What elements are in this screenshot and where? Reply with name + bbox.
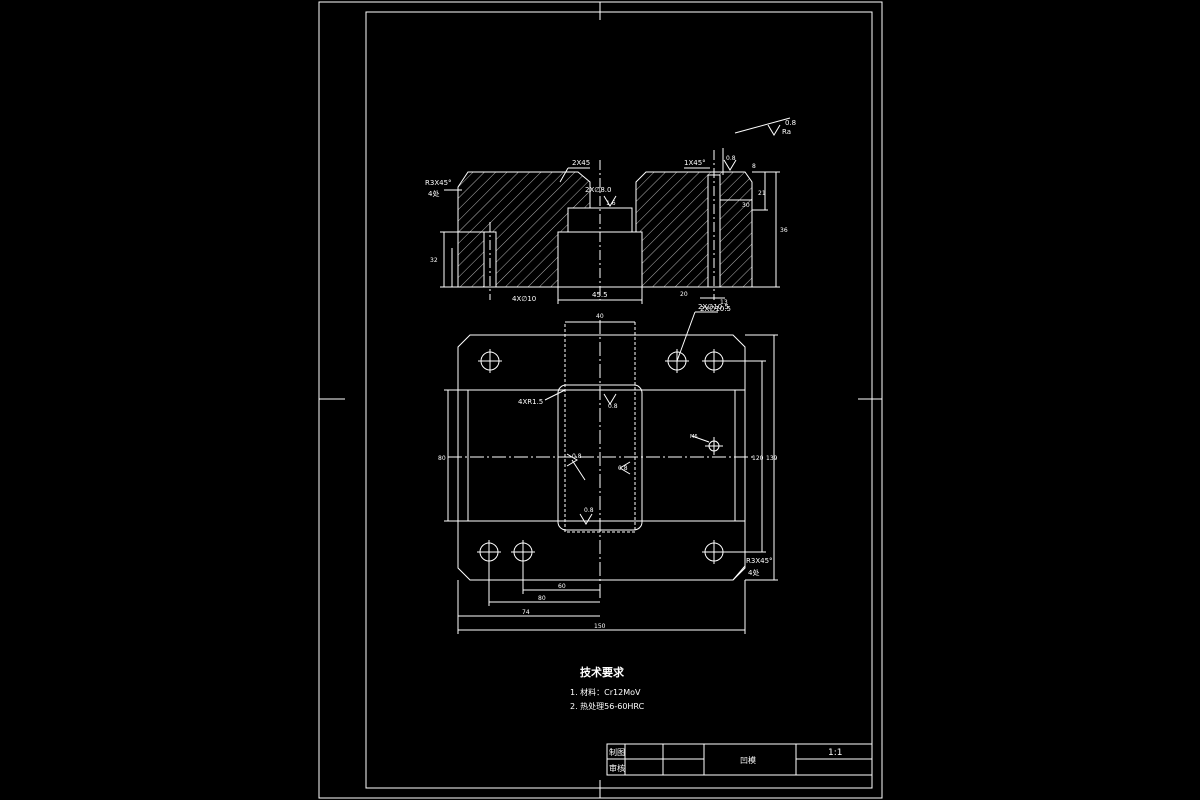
plan-chamfer-note2: 4处 xyxy=(748,568,759,577)
sheet-inner-border xyxy=(365,11,873,789)
section-dim-bottom-note: 4X∅10 xyxy=(512,295,536,303)
plan-dim-right2-value: 139 xyxy=(766,455,778,462)
section-chamfer-note: R3X45° xyxy=(425,179,452,187)
plan-dim-top-value: 40 xyxy=(596,313,604,320)
section-dim-right2: 30 xyxy=(742,202,750,209)
plan-leader-m6 xyxy=(691,435,710,443)
section-rough-note2: Ra xyxy=(782,128,791,136)
plan-dim-b2-value: 80 xyxy=(538,595,546,602)
section-dim-left-value: 32 xyxy=(430,257,438,264)
plan-rough-note: 0.8 xyxy=(608,403,618,410)
section-hole-note: 2X∅8.0 xyxy=(585,186,611,194)
plan-rough-4 xyxy=(579,513,593,525)
section-dim-bottom-hole: 2X∅10.5 xyxy=(700,305,731,313)
plan-view xyxy=(444,311,778,634)
section-rough-note: 0.8 xyxy=(785,119,796,127)
plan-rough-note4: 0.8 xyxy=(584,507,594,514)
section-dim-right3: 36 xyxy=(780,227,788,234)
section-right-block xyxy=(635,171,753,288)
section-chamfer-note2: 4处 xyxy=(428,189,439,198)
plan-dim-b1-value: 60 xyxy=(558,583,566,590)
plan-leader-radius xyxy=(544,389,566,401)
plan-leader-rough2 xyxy=(571,459,586,481)
title-block-drawn-label: 制图 xyxy=(609,747,625,757)
section-rough-sym2-label: 0.8 xyxy=(726,155,736,162)
section-rough-sym xyxy=(603,195,617,207)
plan-leader-chamfer xyxy=(732,565,746,581)
plan-dim-left-value: 80 xyxy=(438,455,446,462)
plan-rough-note2: 0.8 xyxy=(572,453,582,460)
plan-dim-right1-value: 120 xyxy=(752,455,764,462)
section-rough-sym3 xyxy=(767,124,781,136)
section-dim-bottom-small: 20 xyxy=(680,291,688,298)
title-block-check-label: 审核 xyxy=(609,763,625,773)
section-angle-note: 1X45° xyxy=(684,159,706,167)
section-rough-sym2 xyxy=(723,159,737,171)
tech-requirements-title: 技术要求 xyxy=(580,665,625,679)
section-leader-2b xyxy=(559,167,569,183)
section-rough-sym-label: 1.6 xyxy=(606,200,616,207)
title-block-scale: 1:1 xyxy=(828,748,842,758)
plan-view-text: 40 2X∅10.5 4XR1.5 0.8 0.8 0.8 0.8 M6 80 … xyxy=(438,303,778,630)
plan-rough-1 xyxy=(603,393,617,405)
plan-hole-note: 2X∅10.5 xyxy=(698,303,729,311)
plan-rough-note3: 0.8 xyxy=(618,465,628,472)
plan-small-note: M6 xyxy=(690,434,698,440)
plan-rough-2 xyxy=(566,453,578,467)
section-dim-bottom-small2: 13 xyxy=(720,299,728,306)
tech-requirement-line-1: 1. 材料：Cr12MoV xyxy=(570,687,641,697)
plan-radius-note: 4XR1.5 xyxy=(518,398,543,406)
section-view-text: R3X45° 4处 2X45 2X∅8.0 1X45° 0.8 Ra 1.6 0… xyxy=(425,119,796,313)
title-block xyxy=(606,743,873,776)
section-top-value: 8 xyxy=(752,163,756,170)
plan-dim-b3-value: 74 xyxy=(522,609,530,616)
plan-inner-rect xyxy=(457,389,746,522)
plan-leader-hole xyxy=(676,311,696,362)
plan-rough-3 xyxy=(619,461,631,475)
plan-dim-b4-value: 150 xyxy=(594,623,606,630)
plan-chamfer-note: R3X45° xyxy=(746,557,773,565)
section-chamfer-note3: 2X45 xyxy=(572,159,590,167)
section-leader-4 xyxy=(734,117,791,134)
section-dim-right1: 21 xyxy=(758,190,766,197)
title-block-part-name: 凹模 xyxy=(740,755,756,765)
section-dim-bottom-w: 45.5 xyxy=(592,291,608,299)
section-view xyxy=(440,117,791,304)
tech-requirement-line-2: 2. 热处理56-60HRC xyxy=(570,701,645,711)
